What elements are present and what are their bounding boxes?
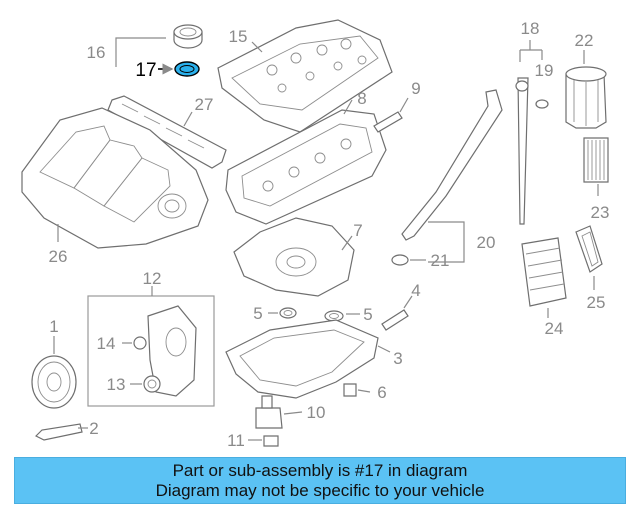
seal-5-right xyxy=(324,310,344,322)
drain-plug xyxy=(343,383,357,397)
tube-seal-21 xyxy=(391,254,409,266)
callout-25: 25 xyxy=(587,293,606,312)
oil-filter-housing xyxy=(565,66,607,129)
dipstick-seal xyxy=(535,99,549,109)
seal-5-left xyxy=(279,307,297,319)
detail-box-12 xyxy=(87,295,215,407)
banner-line-part: Part or sub-assembly is #17 in diagram xyxy=(172,460,468,480)
sensor-9 xyxy=(373,111,403,133)
crankshaft-pulley xyxy=(31,355,77,409)
callout-23: 23 xyxy=(591,203,610,222)
sensor-4 xyxy=(381,309,409,331)
callout-26: 26 xyxy=(49,247,68,266)
callout-15: 15 xyxy=(229,27,248,46)
intake-manifold-gasket xyxy=(107,95,227,169)
parts-exploded-diagram: 1 2 3 4 5 5 6 7 8 9 10 11 12 13 14 15 16… xyxy=(21,19,610,450)
callout-13: 13 xyxy=(107,375,126,394)
callout-21: 21 xyxy=(431,251,450,270)
timing-cover xyxy=(233,217,355,297)
callout-1: 1 xyxy=(49,317,58,336)
callout-14: 14 xyxy=(97,334,116,353)
callout-4: 4 xyxy=(411,281,420,300)
intake-manifold xyxy=(21,107,209,249)
plug-11 xyxy=(263,435,279,447)
oil-filler-cap-seal xyxy=(174,61,200,77)
oil-filter-element xyxy=(583,137,609,183)
callout-7: 7 xyxy=(353,221,362,240)
callout-22: 22 xyxy=(575,31,594,50)
callout-5-right: 5 xyxy=(363,305,372,324)
oil-cooler xyxy=(521,237,567,307)
callout-2: 2 xyxy=(89,419,98,438)
callout-10: 10 xyxy=(307,403,326,422)
banner-line-disclaimer: Diagram may not be specific to your vehi… xyxy=(155,480,485,500)
oil-dipstick xyxy=(515,77,529,225)
dipstick-tube xyxy=(401,89,503,241)
oil-pan xyxy=(225,319,379,399)
callout-5-left: 5 xyxy=(253,304,262,323)
seal-13 xyxy=(143,375,161,393)
callout-8: 8 xyxy=(357,89,366,108)
callout-6: 6 xyxy=(377,383,386,402)
callout-24: 24 xyxy=(545,319,564,338)
pulley-bolt xyxy=(34,423,83,441)
callout-27: 27 xyxy=(195,95,214,114)
info-banner: Part or sub-assembly is #17 in diagram D… xyxy=(14,457,626,504)
valve-cover xyxy=(217,19,393,133)
leader-16 xyxy=(115,37,166,53)
cylinder-head xyxy=(225,109,387,225)
oil-filler-cap xyxy=(173,24,203,49)
oil-pump xyxy=(255,395,283,429)
callout-11: 11 xyxy=(227,431,245,450)
callout-9: 9 xyxy=(411,79,420,98)
oil-cooler-gasket xyxy=(575,225,603,273)
callout-12: 12 xyxy=(143,269,162,288)
callout-18: 18 xyxy=(521,19,540,38)
lower-timing-cover xyxy=(147,305,197,397)
callout-3: 3 xyxy=(393,349,402,368)
callout-20: 20 xyxy=(477,233,496,252)
callout-19: 19 xyxy=(535,61,554,80)
callout-16: 16 xyxy=(87,43,106,62)
seal-14 xyxy=(133,336,147,350)
callout-17: 17 xyxy=(135,60,156,81)
